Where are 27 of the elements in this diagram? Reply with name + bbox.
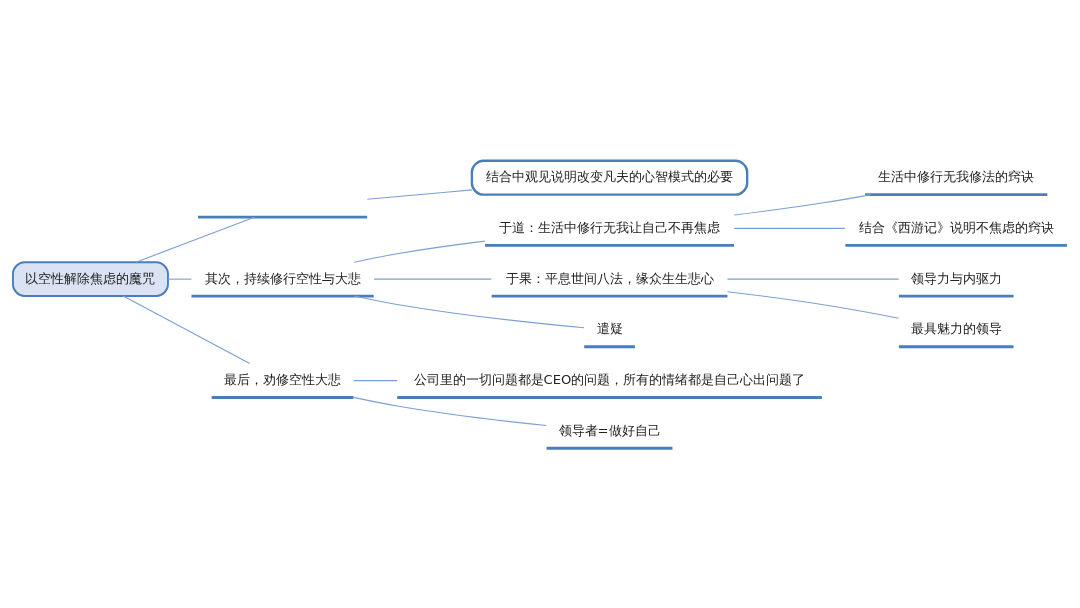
- node-text: 遣疑: [596, 320, 623, 336]
- connector: [733, 227, 846, 229]
- node-text: 领导力与内驱力: [910, 270, 1002, 286]
- connector: [353, 379, 398, 381]
- connector: [353, 295, 585, 328]
- node-text: 于果：平息世间八法，缘众生生悲心: [505, 270, 714, 286]
- node-text: 领导者=做好自己: [558, 422, 661, 438]
- node-box: 结合中观见说明改变凡夫的心智模式的必要: [470, 159, 749, 196]
- connector: [726, 278, 900, 280]
- node-text: 公司里的一切问题都是CEO的问题，所有的情绪都是自己心出问题了: [413, 371, 806, 387]
- connector: [135, 216, 255, 263]
- node-text: 其次，持续修行空性与大悲: [204, 270, 361, 286]
- connector: [122, 295, 251, 364]
- node-text: 于道：生活中修行无我让自己不再焦虑: [499, 219, 721, 235]
- node-bar: [198, 215, 368, 219]
- node-text: 生活中修行无我修法的窍诀: [878, 168, 1035, 184]
- connector: [726, 290, 900, 319]
- node-box: 以空性解除焦虑的魔咒: [12, 260, 169, 297]
- node-text: 最后，劝修空性大悲: [224, 371, 342, 387]
- connector: [733, 193, 872, 216]
- connector: [167, 278, 192, 280]
- node-text: 最具魅力的领导: [910, 320, 1002, 336]
- connector: [353, 396, 547, 426]
- connector: [373, 278, 492, 280]
- connector: [353, 240, 486, 263]
- connector: [366, 188, 473, 200]
- node-text: 结合《西游记》说明不焦虑的窍诀: [858, 219, 1054, 235]
